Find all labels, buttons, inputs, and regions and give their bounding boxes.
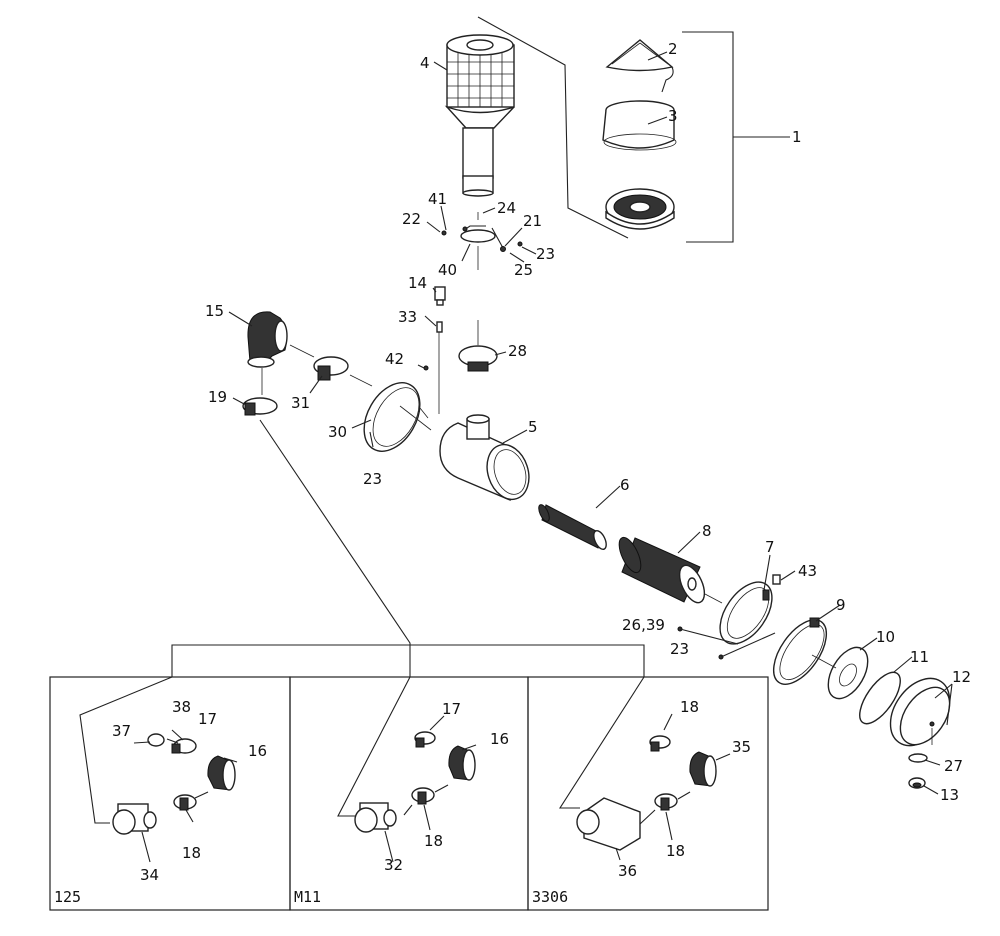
variant-box-3306: 3306 18 35 18 36 xyxy=(527,676,769,911)
part-19-clamp xyxy=(242,397,278,416)
variant-label-3306: 3306 xyxy=(532,888,568,906)
callout-5: 5 xyxy=(528,418,538,436)
svg-text:18: 18 xyxy=(666,842,685,860)
part-6-inner-filter xyxy=(538,504,607,551)
variant-link-line xyxy=(259,419,411,645)
callout-4: 4 xyxy=(420,54,430,72)
callout-24: 24 xyxy=(497,199,516,217)
part-9-band xyxy=(772,617,828,685)
part-12-end-cap xyxy=(889,677,951,747)
callout-41: 41 xyxy=(428,190,447,208)
callout-8: 8 xyxy=(702,522,712,540)
variant-box-m11: M11 17 16 18 32 xyxy=(289,676,529,911)
svg-text:18: 18 xyxy=(182,844,201,862)
svg-text:16: 16 xyxy=(248,742,267,760)
callout-23-left: 23 xyxy=(363,470,382,488)
part-27-washer xyxy=(908,753,928,763)
part-3-bowl xyxy=(602,100,677,151)
callout-28: 28 xyxy=(508,342,527,360)
item-1-bracket xyxy=(682,31,790,243)
callout-9: 9 xyxy=(836,596,846,614)
callout-40: 40 xyxy=(438,261,457,279)
variant-box-125: 125 38 17 37 16 18 34 xyxy=(49,676,291,911)
svg-text:35: 35 xyxy=(732,738,751,756)
callout-10: 10 xyxy=(876,628,895,646)
svg-text:32: 32 xyxy=(384,856,403,874)
part-11-seal xyxy=(859,671,901,725)
part-40-clamp xyxy=(441,225,523,252)
leader-lines xyxy=(228,51,953,795)
svg-text:37: 37 xyxy=(112,722,131,740)
part-8-main-filter xyxy=(618,536,706,604)
part-30-ring xyxy=(363,382,432,452)
callout-6: 6 xyxy=(620,476,630,494)
callout-19: 19 xyxy=(208,388,227,406)
callout-15: 15 xyxy=(205,302,224,320)
callout-2: 2 xyxy=(668,40,678,58)
svg-text:36: 36 xyxy=(618,862,637,880)
svg-text:16: 16 xyxy=(490,730,509,748)
part-2-cap xyxy=(605,39,674,93)
callout-26-39: 26,39 xyxy=(622,616,665,634)
callout-42: 42 xyxy=(385,350,404,368)
callout-7: 7 xyxy=(765,538,775,556)
svg-text:17: 17 xyxy=(442,700,461,718)
callout-14: 14 xyxy=(408,274,427,292)
svg-text:34: 34 xyxy=(140,866,159,884)
callout-labels: 1 2 3 4 5 6 7 8 9 10 11 12 13 14 15 19 2… xyxy=(205,40,971,804)
part-28-clamp xyxy=(458,345,498,372)
callout-25: 25 xyxy=(514,261,533,279)
callout-43: 43 xyxy=(798,562,817,580)
svg-text:18: 18 xyxy=(424,832,443,850)
svg-text:17: 17 xyxy=(198,710,217,728)
part-14-fitting xyxy=(434,286,446,306)
callout-1: 1 xyxy=(792,128,802,146)
part-kit-base xyxy=(605,188,675,230)
svg-text:18: 18 xyxy=(680,698,699,716)
callout-13: 13 xyxy=(940,786,959,804)
callout-11: 11 xyxy=(910,648,929,666)
part-13-nut xyxy=(908,777,926,789)
part-4-precleaner xyxy=(444,34,515,197)
part-7-ring xyxy=(719,574,781,645)
callout-30: 30 xyxy=(328,423,347,441)
callout-33: 33 xyxy=(398,308,417,326)
variant-label-125: 125 xyxy=(54,888,81,906)
variant-label-m11: M11 xyxy=(294,888,321,906)
kit-link-line xyxy=(477,16,629,239)
callout-27: 27 xyxy=(944,757,963,775)
callout-23-top: 23 xyxy=(536,245,555,263)
callout-22: 22 xyxy=(402,210,421,228)
callout-31: 31 xyxy=(291,394,310,412)
callout-3: 3 xyxy=(668,107,678,125)
part-33-pin xyxy=(436,321,443,360)
part-31-clamp xyxy=(313,356,349,381)
part-15-elbow xyxy=(247,311,288,368)
callout-12: 12 xyxy=(952,668,971,686)
svg-text:38: 38 xyxy=(172,698,191,716)
callout-23-right: 23 xyxy=(670,640,689,658)
callout-21: 21 xyxy=(523,212,542,230)
part-5-housing xyxy=(439,414,530,502)
